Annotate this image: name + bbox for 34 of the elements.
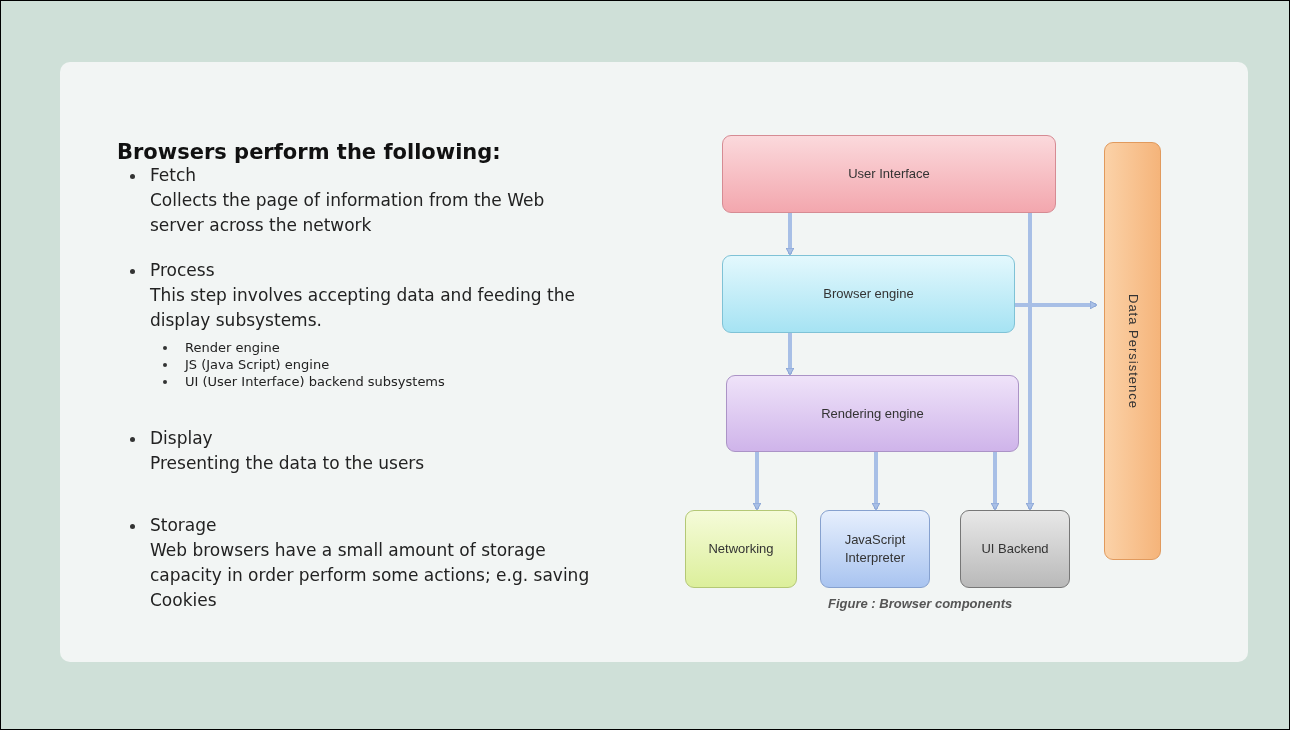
- component-box: [820, 510, 930, 588]
- figure-caption: Figure : Browser components: [828, 596, 1013, 611]
- arrow: [990, 452, 1000, 511]
- component-box: [960, 510, 1070, 588]
- bullet-heading: Storage: [150, 514, 218, 537]
- component-box: [722, 255, 1015, 333]
- arrow: [1025, 213, 1035, 511]
- arrow: [785, 333, 795, 376]
- bullet-heading: Fetch: [150, 164, 198, 187]
- component-label: Data Persistence: [1124, 293, 1142, 409]
- vertical-component-bar: [1104, 142, 1161, 560]
- arrow: [871, 452, 881, 511]
- bullet-description: This step involves accepting data and feeding the display subsystems.: [150, 284, 576, 332]
- arrow: [1015, 300, 1098, 310]
- bullet-description: Presenting the data to the users: [150, 452, 426, 475]
- slide-title: Browsers perform the following:: [117, 140, 501, 164]
- bullet-description: Collects the page of information from the Web server across the network: [150, 189, 546, 237]
- sub-bullet-text: UI (User Interface) backend subsystems: [185, 373, 446, 390]
- component-label: UI Backend: [981, 540, 1049, 558]
- sub-bullet-text: Render engine: [185, 339, 281, 356]
- bullet-heading: Process: [150, 259, 216, 282]
- component-label: Rendering engine: [821, 404, 924, 423]
- arrow: [785, 213, 795, 256]
- sub-bullet-text: JS (Java Script) engine: [185, 356, 331, 373]
- component-label: User Interface: [848, 165, 930, 183]
- component-label: JavaScript Interpreter: [843, 531, 907, 567]
- bullet-description: Web browsers have a small amount of storage capacity in order perform some actions; e.g. saving Cookies: [150, 539, 590, 612]
- component-box: [726, 375, 1019, 452]
- component-label: Browser engine: [823, 285, 914, 303]
- component-box: [722, 135, 1056, 213]
- arrow: [752, 452, 762, 511]
- component-label: Networking: [708, 540, 774, 558]
- bullet-heading: Display: [150, 427, 214, 450]
- component-box: [685, 510, 797, 588]
